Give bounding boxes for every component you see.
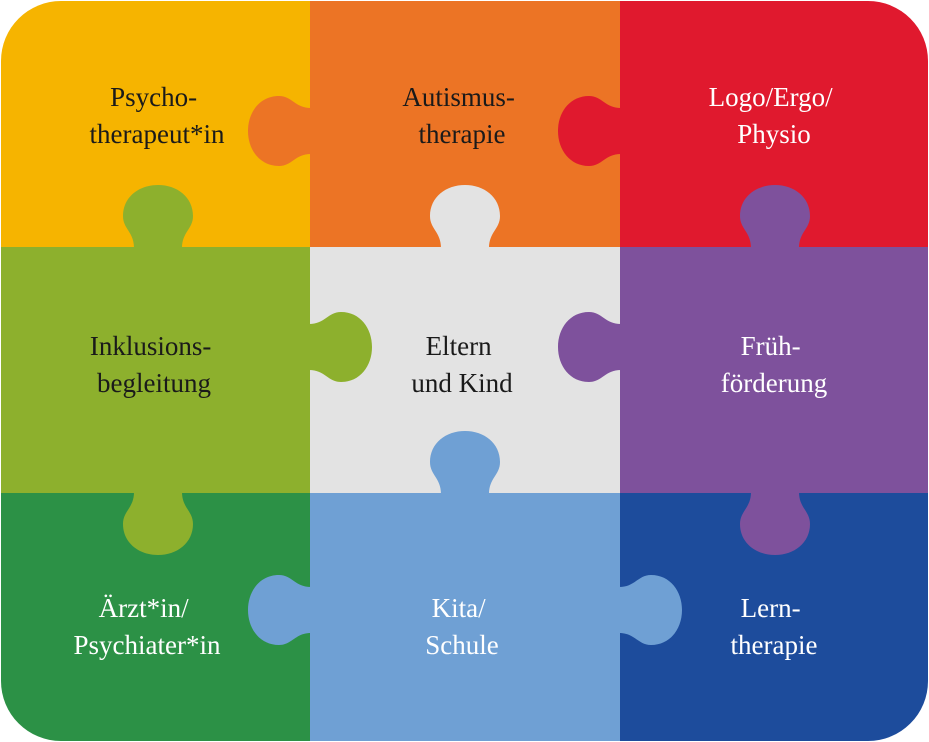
knob-middle-left-right bbox=[309, 312, 372, 382]
knob-bottom-center-up bbox=[430, 431, 500, 494]
label-top-center-line1: Autismus- bbox=[402, 82, 515, 112]
piece-middle-left bbox=[1, 247, 310, 493]
label-top-right-line1: Logo/Ergo/ bbox=[709, 82, 833, 112]
knob-middle-right-down bbox=[740, 492, 810, 555]
knob-top-center-left bbox=[248, 96, 311, 166]
label-middle-right: Früh- förderung bbox=[721, 331, 827, 398]
piece-middle-right bbox=[620, 247, 928, 493]
knob-middle-right-up bbox=[740, 185, 810, 248]
label-middle-center-line2: und Kind bbox=[411, 368, 513, 398]
label-top-right-line2: Physio bbox=[737, 119, 811, 149]
knob-bottom-center-left bbox=[248, 575, 311, 645]
label-bottom-center: Kita/ Schule bbox=[425, 593, 499, 660]
knob-middle-center-up bbox=[430, 185, 500, 248]
piece-bottom-center bbox=[310, 493, 620, 741]
label-bottom-center-line2: Schule bbox=[425, 630, 499, 660]
label-bottom-right: Lern- therapie bbox=[731, 593, 818, 660]
label-middle-right-line1: Früh- bbox=[741, 331, 801, 361]
label-top-left-line2: therapeut*in bbox=[90, 119, 225, 149]
knob-middle-left-down bbox=[123, 492, 193, 555]
label-bottom-right-line1: Lern- bbox=[741, 593, 801, 623]
label-middle-left: Inklusions- begleitung bbox=[90, 331, 218, 398]
label-bottom-right-line2: therapie bbox=[731, 630, 818, 660]
label-middle-center: Eltern und Kind bbox=[411, 331, 513, 398]
label-middle-left-line1: Inklusions- bbox=[90, 331, 212, 361]
label-bottom-left-line2: Psychiater*in bbox=[74, 630, 221, 660]
label-middle-center-line1: Eltern bbox=[426, 331, 492, 361]
label-middle-right-line2: förderung bbox=[721, 368, 827, 398]
label-bottom-center-line1: Kita/ bbox=[432, 593, 486, 623]
knob-top-right-left bbox=[558, 96, 621, 166]
knob-middle-right-left bbox=[558, 312, 621, 382]
label-top-center-line2: therapie bbox=[419, 119, 506, 149]
label-top-right: Logo/Ergo/ Physio bbox=[709, 82, 840, 149]
label-middle-left-line2: begleitung bbox=[97, 368, 211, 398]
label-bottom-left: Ärzt*in/ Psychiater*in bbox=[74, 593, 221, 660]
label-top-left: Psycho- therapeut*in bbox=[90, 82, 225, 149]
label-top-left-line1: Psycho- bbox=[110, 82, 197, 112]
knob-middle-left-up bbox=[123, 185, 193, 248]
knob-bottom-center-right bbox=[619, 575, 682, 645]
label-bottom-left-line1: Ärzt*in/ bbox=[99, 593, 189, 623]
label-top-center: Autismus- therapie bbox=[402, 82, 521, 149]
